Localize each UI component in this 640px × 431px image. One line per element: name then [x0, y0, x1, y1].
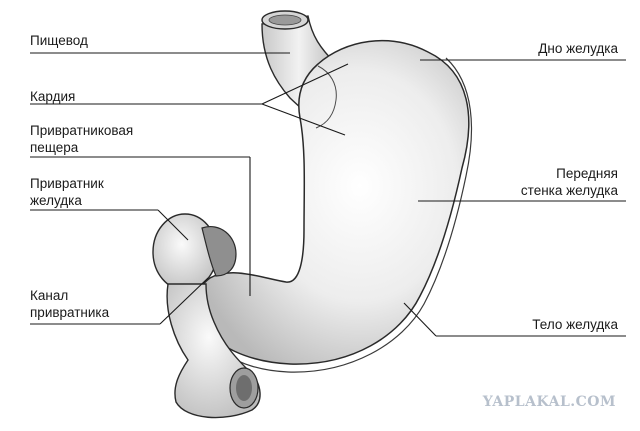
- leader-body: [403, 302, 437, 337]
- pylorus-cut: [201, 226, 237, 277]
- label-pylorus: Привратник желудка: [30, 176, 104, 208]
- leader-lines: [30, 52, 626, 337]
- leader-canal-b: [159, 277, 209, 325]
- label-pyloric-canal: Канал привратника: [30, 288, 110, 320]
- leader-cardia-b: [261, 63, 349, 105]
- leader-cardia-c: [261, 103, 346, 136]
- label-esophagus: Пищевод: [30, 33, 88, 48]
- stomach-wall-edge: [225, 57, 473, 373]
- label-fundus: Дно желудка: [538, 41, 618, 56]
- leader-pylorus-b: [157, 209, 189, 241]
- watermark: YAPLAKAL.COM: [482, 394, 616, 410]
- label-cardia: Кардия: [30, 89, 76, 104]
- label-stomach-body: Тело желудка: [532, 317, 618, 332]
- stomach-body-shape: [195, 39, 470, 365]
- cardia-fold: [315, 65, 337, 129]
- label-front-wall: Передняя стенка желудка: [520, 166, 618, 198]
- label-antrum: Привратниковая пещера: [30, 123, 134, 155]
